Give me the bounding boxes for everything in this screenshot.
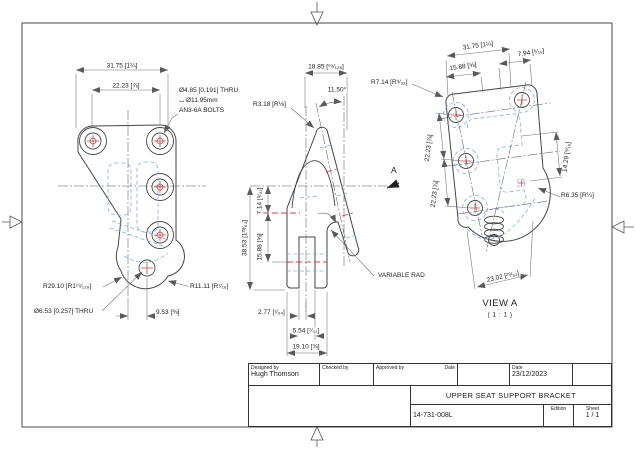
dim-side-base-width: 19.10 [¾] [291, 343, 321, 351]
titleblock-date-cell: Date 23/12/2023 [510, 364, 573, 386]
titleblock-empty-cell-2 [573, 364, 611, 386]
view-a-scale: ( 1 : 1 ) [486, 311, 514, 319]
variable-rad-note: VARIABLE RAD [377, 272, 426, 280]
dim-front-radius-left: R29.10 [R1¹⁹⁄₁₂₈] [42, 283, 93, 291]
designed-by-value: Hugh Thomson [251, 371, 299, 378]
approved-date-label: Date [444, 365, 455, 371]
titleblock-designed-by-cell: Designed by Hugh Thomson [249, 364, 320, 386]
view-a-direction-arrow [386, 179, 400, 189]
dim-side-angle: 11.50° [326, 86, 348, 94]
front-hole-note: Ø6.53 [0.257] THRU [33, 308, 95, 316]
part-title: UPPER SEAT SUPPORT BRACKET [445, 390, 577, 400]
spring-coil [483, 208, 505, 246]
dim-side-slot-height: 15.88 [⅝] [256, 232, 264, 262]
front-view [58, 66, 206, 320]
titleblock-number-cell: 14-731-008L [411, 405, 544, 426]
approved-by-label: Approved by [376, 365, 405, 371]
front-bolt-note: Ø4.85 [0.191] THRU ⌴ Ø11.95mm AN3-6A BOL… [178, 86, 240, 116]
dim-side-overall-height: 38.53 [1³³⁄₆₄] [241, 219, 249, 257]
titleblock-empty-cell-1 [458, 364, 510, 386]
sheet-value: 1 / 1 [585, 412, 600, 419]
view-a-arrow-label: A [390, 165, 398, 176]
dim-side-top-width: 18.85 [⁹⁵⁄₁₂₈] [307, 63, 345, 71]
dim-front-width-inner: 22.23 [⅞] [111, 82, 141, 90]
dim-side-upper-height: 7.14 [⁹⁄₃₂] [256, 186, 264, 216]
bolt-note-line-3: AN3-6A BOLTS [179, 107, 225, 114]
side-view [246, 69, 400, 357]
dim-front-width-outer: 31.75 [1¼] [105, 62, 139, 70]
title-block: Designed by Hugh Thomson Checked by Appr… [248, 363, 612, 427]
titleblock-sheet-cell: Sheet 1 / 1 [574, 405, 611, 426]
view-a-title: VIEW A [481, 297, 519, 310]
view-a [411, 46, 563, 290]
date-label: Date [512, 365, 523, 371]
dim-viewa-corner-radius: R7.14 [R⁹⁄₃₂] [370, 79, 409, 87]
edition-label: Edition [550, 406, 567, 412]
titleblock-title-cell: UPPER SEAT SUPPORT BRACKET [411, 386, 611, 405]
bolt-note-line-1: Ø4.85 [0.191] THRU [179, 87, 239, 94]
bolt-note-line-2: ⌴ Ø11.95mm [179, 97, 218, 104]
date-value: 23/12/2023 [512, 371, 548, 378]
titleblock-logo-cell [249, 386, 411, 426]
dim-viewa-lobe-radius: R6.35 [R¼] [560, 192, 595, 200]
dim-front-offset: 9.53 [⅜] [155, 309, 181, 317]
checked-by-label: Checked by [322, 365, 349, 371]
dim-side-slot-width: 5.54 [⁷⁄₃₂] [291, 327, 321, 335]
dim-side-tip-radius: R3.18 [R⅛] [252, 101, 287, 109]
titleblock-edition-cell: Edition [544, 405, 574, 426]
titleblock-approved-by-cell: Approved by Date [374, 364, 458, 386]
dim-side-slot-half-width: 2.77 [⁷⁄₆₄] [257, 309, 286, 317]
titleblock-checked-by-cell: Checked by [320, 364, 374, 386]
sheet-label: Sheet [585, 406, 600, 412]
dim-front-radius-right: R11.11 [R⁷⁄₁₆] [189, 283, 230, 291]
drawing-number: 14-731-008L [413, 412, 453, 419]
designed-by-label: Designed by [251, 365, 279, 371]
